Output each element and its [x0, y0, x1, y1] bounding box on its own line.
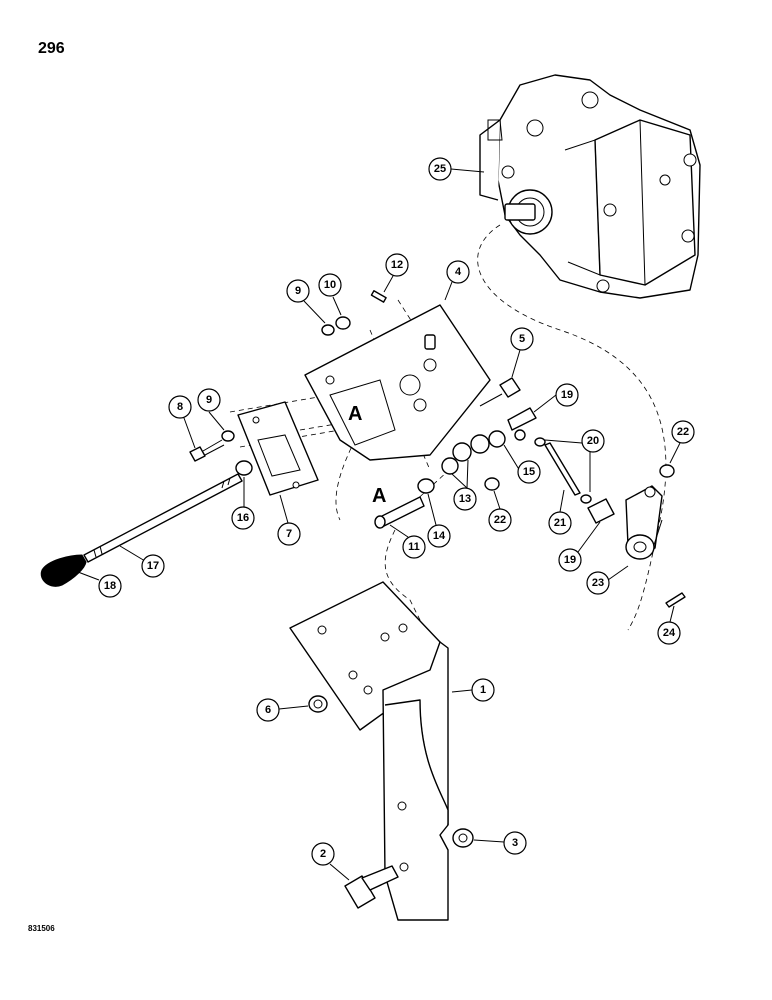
callout-22-left-label: 22 [494, 514, 506, 526]
support-bracket [289, 581, 449, 921]
bolt-5 [479, 377, 521, 407]
callout-8-label: 8 [177, 401, 183, 413]
callout-19-top-label: 19 [561, 389, 573, 401]
callout-3 [503, 831, 527, 855]
callout-10-label: 10 [324, 279, 336, 291]
callout-1 [471, 678, 495, 702]
reference-letter-bracket: A [348, 403, 362, 425]
callout-6 [256, 698, 280, 722]
figure-code: 831506 [28, 924, 55, 933]
callout-4-label: 4 [455, 266, 462, 278]
callout-15-label: 15 [523, 466, 535, 478]
callout-20 [581, 429, 605, 453]
callout-14-label: 14 [433, 530, 446, 542]
callout-22-right [671, 420, 695, 444]
callout-6-label: 6 [265, 704, 271, 716]
callout-14 [427, 524, 451, 548]
callout-9-top-label: 9 [295, 285, 301, 297]
mounting-hardware [308, 695, 474, 909]
callout-21-label: 21 [554, 517, 566, 529]
callout-22-right-label: 22 [677, 426, 689, 438]
callout-18-label: 18 [104, 580, 116, 592]
callout-12-label: 12 [391, 259, 403, 271]
callout-8 [168, 395, 192, 419]
callout-18 [98, 574, 122, 598]
callout-9-top [286, 279, 310, 303]
pin [665, 592, 686, 608]
callout-13-label: 13 [459, 493, 471, 505]
reference-letter-linkage: A [372, 485, 386, 507]
callout-5-label: 5 [519, 333, 525, 345]
linkage-parts [374, 407, 675, 529]
callout-19-bottom [558, 548, 582, 572]
callout-24 [657, 621, 681, 645]
callout-19-top [555, 383, 579, 407]
callout-4 [446, 260, 470, 284]
callout-7 [277, 522, 301, 546]
callout-22-left [488, 508, 512, 532]
pump [479, 74, 701, 299]
callout-25-label: 25 [434, 163, 446, 175]
callout-25 [428, 157, 452, 181]
callout-24-label: 24 [663, 627, 676, 639]
callout-1-label: 1 [480, 684, 486, 696]
callout-3-label: 3 [512, 837, 518, 849]
callout-11 [402, 535, 426, 559]
callout-21 [548, 511, 572, 535]
callout-23 [586, 571, 610, 595]
callout-2-label: 2 [320, 848, 326, 860]
callout-10 [318, 273, 342, 297]
callout-23-label: 23 [592, 577, 604, 589]
callout-13 [453, 487, 477, 511]
top-hardware [321, 290, 387, 336]
bolt-8 [189, 430, 235, 462]
callouts: 25 4 12 10 9 5 19 9 8 22 20 15 [77, 157, 695, 881]
callout-19-bottom-label: 19 [564, 554, 576, 566]
bracket [304, 304, 491, 461]
callout-9-left [197, 388, 221, 412]
callout-7-label: 7 [286, 528, 292, 540]
page-number: 296 [38, 40, 65, 57]
callout-2 [311, 842, 335, 866]
callout-5 [510, 327, 534, 351]
callout-17-label: 17 [147, 560, 159, 572]
callout-20-label: 20 [587, 435, 599, 447]
plate [237, 401, 319, 496]
callout-15 [517, 460, 541, 484]
lever [625, 485, 663, 560]
control-rod [40, 460, 253, 587]
callout-11-label: 11 [408, 541, 420, 553]
callout-16-label: 16 [237, 512, 249, 524]
callout-12 [385, 253, 409, 277]
callout-9-left-label: 9 [206, 394, 212, 406]
callout-17 [141, 554, 165, 578]
callout-16 [231, 506, 255, 530]
